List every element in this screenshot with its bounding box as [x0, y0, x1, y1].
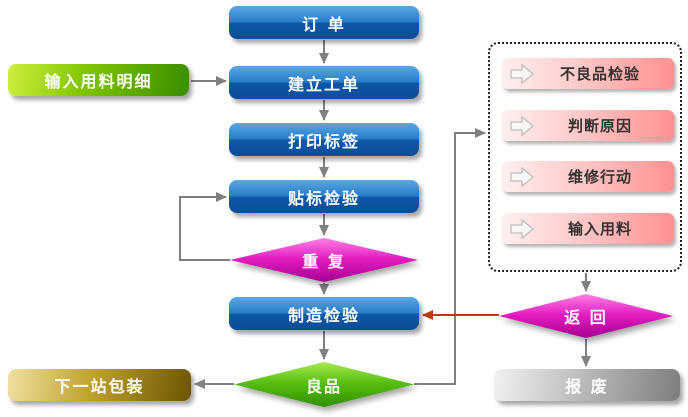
rework-group-box: 不良品检验 判断原因 维修行动 输入用料	[488, 42, 682, 272]
node-scrap: 报 废	[494, 369, 680, 401]
node-label-check: 贴标检验	[229, 180, 419, 213]
node-manufacture-check: 制造检验	[229, 297, 419, 330]
node-good-product-label: 良品	[234, 362, 414, 407]
connector-repeat-loop-to-labelcheck	[179, 192, 230, 261]
node-repeat-decision: 重 复	[230, 238, 418, 282]
rework-step-label: 输入用料	[567, 220, 632, 238]
rework-step-label: 判断原因	[567, 117, 632, 135]
rework-step-defect-inspection: 不良品检验	[502, 58, 674, 89]
node-input-material-detail: 输入用料明细	[8, 64, 189, 96]
node-good-product-decision: 良品	[234, 362, 414, 407]
rework-step-judge-cause: 判断原因	[502, 110, 674, 141]
node-print-label: 打印标签	[229, 123, 419, 156]
right-arrow-icon	[510, 218, 534, 239]
right-arrow-icon	[510, 166, 534, 187]
node-return-decision: 返 回	[499, 294, 673, 338]
connector-good-to-rework-box	[414, 128, 486, 385]
node-repeat-decision-label: 重 复	[230, 238, 418, 282]
node-order: 订 单	[229, 6, 419, 39]
node-next-station-packaging: 下一站包装	[8, 369, 191, 401]
rework-step-input-material: 输入用料	[502, 213, 674, 244]
node-return-decision-label: 返 回	[499, 294, 673, 338]
rework-step-label: 维修行动	[567, 168, 632, 186]
node-create-work-order: 建立工单	[229, 66, 419, 99]
right-arrow-icon	[510, 115, 534, 136]
rework-step-repair-action: 维修行动	[502, 161, 674, 192]
rework-step-label: 不良品检验	[559, 65, 640, 83]
right-arrow-icon	[510, 63, 534, 84]
